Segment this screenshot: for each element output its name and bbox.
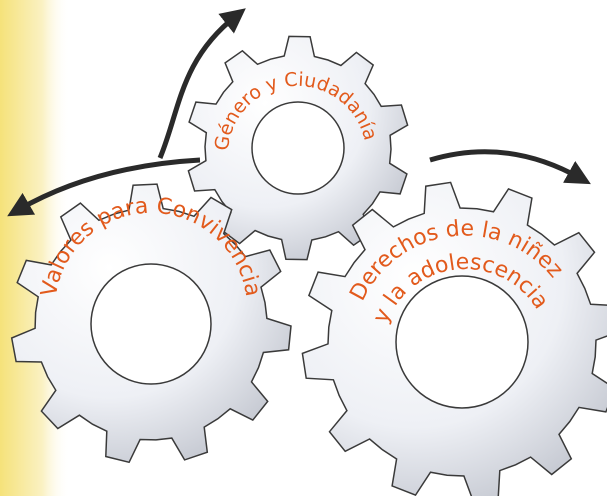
gear-genero-hole <box>252 102 344 194</box>
arrow-right <box>430 152 580 178</box>
gear-derechos-hole <box>396 276 528 408</box>
gear-valores-hole <box>91 264 211 384</box>
